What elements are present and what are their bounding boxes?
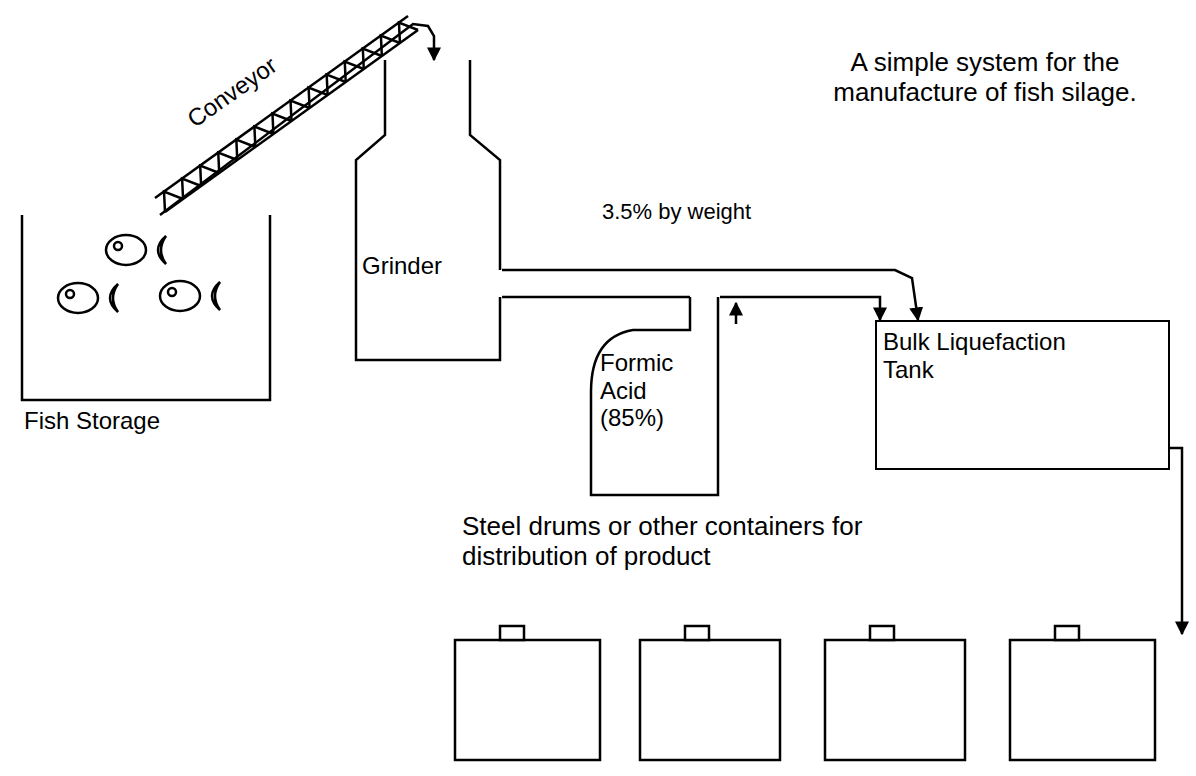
acid-tank: Formic Acid (85%) [588,297,722,497]
node-label: Formic Acid (85%) [600,349,688,432]
outline-path [356,60,500,360]
node-label: Grinder [362,252,492,280]
steel-drums [455,626,1155,760]
drum-note: Steel drums or other containers for dist… [462,512,932,572]
pipe [502,296,690,299]
diagram-title: A simple system for the manufacture of f… [795,48,1175,108]
liquefaction-tank: Bulk Liquefaction Tank [875,320,1170,470]
storage-bin: Fish Storage [20,215,272,445]
edge-label: 3.5% by weight [600,200,764,223]
node-outline [354,60,502,362]
outline-path [22,215,270,400]
flow-connector [502,270,918,320]
conveyor-truss [155,16,418,212]
grinder-box: Grinder [354,60,502,362]
outline-path [591,297,718,495]
fish-group [58,235,220,313]
node-label: Bulk Liquefaction Tank [883,328,1113,383]
flow-connector [720,297,880,320]
node-label: Fish Storage [24,407,264,435]
outlet-pipe [1170,448,1182,634]
dosing-arrow [735,303,738,324]
conveyor-label: Conveyor [180,50,283,134]
flow-connector [160,24,434,215]
